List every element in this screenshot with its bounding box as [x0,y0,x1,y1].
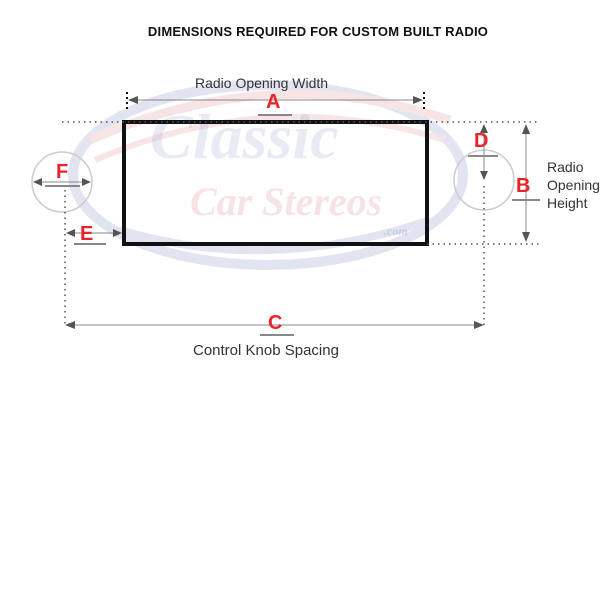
dimension-letter-b: B [516,175,531,197]
radio-opening-outline [122,120,429,246]
radio-opening-height-label-line3: Height [547,195,588,211]
radio-opening-width-label: Radio Opening Width [195,75,329,91]
left-knob-circle [31,151,93,213]
watermark-text-classic: Classic [150,101,339,172]
height-arrow-bottom [522,232,530,242]
dimension-letter-f: F [56,161,69,183]
radio-opening-height-label-line1: Radio [547,159,584,175]
knob-diameter-arrow-right [82,178,91,186]
knob-spacing-arrow-left [65,321,75,329]
radio-opening-height-label-line2: Opening [547,177,600,193]
dimension-letter-c: C [268,312,283,334]
knob-to-opening-arrow-right [113,229,122,237]
watermark-text-com: .com [384,224,408,238]
knob-offset-arrow-bottom [480,171,488,180]
watermark-text-car-stereos: Car Stereos [190,179,383,224]
knob-to-opening-arrow-left [66,229,75,237]
width-arrow-right [413,96,423,104]
knob-spacing-arrow-right [474,321,484,329]
knob-offset-arrow-top [480,124,488,133]
page-title: DIMENSIONS REQUIRED FOR CUSTOM BUILT RAD… [147,24,489,39]
dimension-letter-a: A [266,91,281,113]
height-arrow-top [522,124,530,134]
knob-diameter-arrow-left [33,178,42,186]
control-knob-spacing-label: Control Knob Spacing [193,342,339,359]
width-arrow-left [128,96,138,104]
dimension-letter-e: E [80,223,94,245]
dimension-letter-d: D [474,130,489,152]
